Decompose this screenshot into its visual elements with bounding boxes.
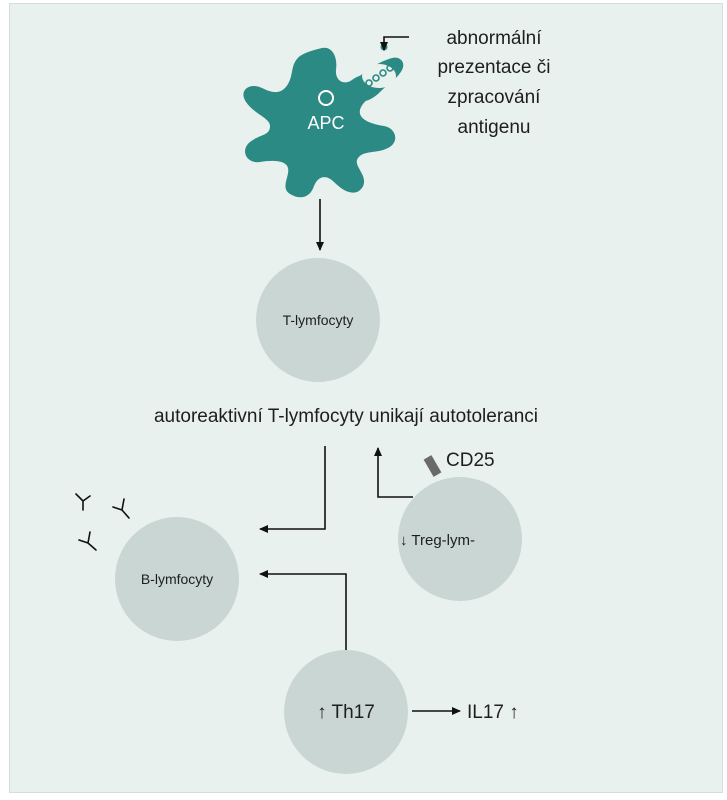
th17-circle [284, 650, 408, 774]
statement-to-b-arrow [259, 446, 326, 533]
t-lymphocyte-circle [256, 258, 380, 382]
apc-label: APC [307, 113, 344, 133]
antibody-icon [112, 498, 130, 519]
treg-label: ↓ Treg-lym- [400, 532, 475, 549]
th17-label: ↑ Th17 [317, 702, 375, 723]
th17-to-b-arrow [259, 570, 347, 651]
antibody-icon [78, 531, 97, 551]
annotation-line-3: zpracování [448, 87, 542, 108]
antigen-chain [365, 64, 394, 87]
th17-cell: ↑ Th17 [284, 650, 408, 774]
apc-nucleus-ring [318, 90, 334, 106]
annotation-line-1: abnormální [446, 28, 542, 49]
annotation-line-4: antigenu [458, 117, 531, 138]
apc-cell: APC [243, 43, 404, 198]
treg-cell: ↓ Treg-lym- [398, 477, 522, 601]
annotation-line-2: prezentace či [437, 57, 550, 78]
annotation-arrow [380, 36, 409, 51]
antibody-icons [75, 493, 130, 551]
autoreactive-statement: autoreaktivní T-lymfocyty unikají autoto… [154, 406, 538, 427]
b-lymphocyte-cell: B-lymfocyty [115, 517, 239, 641]
cd25-receptor [423, 455, 442, 477]
t-lymphocyte-cell: T-lymfocyty [256, 258, 380, 382]
annotation-text: abnormální prezentace či zpracování anti… [437, 28, 550, 138]
treg-to-statement-arrow [374, 447, 413, 498]
b-lymphocyte-label: B-lymfocyty [141, 571, 213, 587]
b-lymphocyte-circle [115, 517, 239, 641]
antibody-icon [75, 493, 91, 511]
il17-label: IL17 ↑ [467, 702, 519, 723]
cd25-label: CD25 [446, 450, 495, 471]
t-lymphocyte-label: T-lymfocyty [283, 312, 354, 328]
treg-circle [398, 477, 522, 601]
